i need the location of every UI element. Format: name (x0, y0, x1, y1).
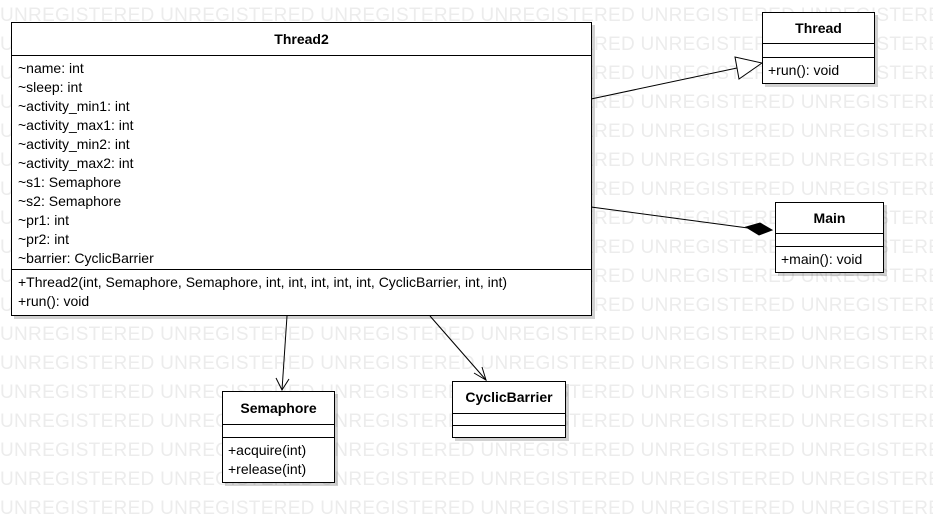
composition-connector (590, 206, 774, 236)
watermark-row: UNREGISTERED UNREGISTERED UNREGISTERED U… (0, 324, 933, 345)
attributes-section (763, 44, 874, 58)
attribute: ~pr1: int (18, 212, 69, 228)
class-name: Thread (763, 13, 874, 44)
attribute: ~pr2: int (18, 231, 69, 247)
operation: +release(int) (228, 461, 307, 477)
class-name: CyclicBarrier (453, 382, 565, 414)
class-thread[interactable]: Thread +run(): void (762, 12, 875, 84)
attributes-section (453, 414, 565, 426)
attributes-section (223, 425, 334, 438)
operations-section: +run(): void (763, 58, 874, 80)
attribute: ~activity_max2: int (18, 155, 134, 171)
class-name: Thread2 (12, 23, 591, 56)
attribute: ~name: int (18, 60, 84, 76)
composition-diamond (744, 222, 774, 236)
operation: +run(): void (18, 293, 90, 309)
attribute: ~s2: Semaphore (18, 193, 122, 209)
generalization-arrowhead (734, 56, 764, 80)
cyclicbarrier-arrowhead (473, 366, 487, 382)
operations-section: +Thread2(int, Semaphore, Semaphore, int,… (12, 270, 591, 311)
class-name: Semaphore (223, 392, 334, 425)
semaphore-association-connector (275, 315, 290, 392)
operation: +Thread2(int, Semaphore, Semaphore, int,… (18, 274, 508, 290)
attribute: ~s1: Semaphore (18, 174, 122, 190)
operation: +acquire(int) (228, 442, 307, 458)
generalization-connector (590, 56, 764, 100)
attributes-section: ~name: int ~sleep: int ~activity_min1: i… (12, 56, 591, 270)
watermark-row: UNREGISTERED UNREGISTERED UNREGISTERED U… (0, 498, 933, 519)
class-semaphore[interactable]: Semaphore +acquire(int) +release(int) (222, 391, 335, 483)
attribute: ~sleep: int (18, 79, 83, 95)
operations-section: +acquire(int) +release(int) (223, 438, 334, 479)
attribute: ~barrier: CyclicBarrier (18, 250, 154, 266)
attribute: ~activity_min1: int (18, 98, 130, 114)
attribute: ~activity_max1: int (18, 117, 134, 133)
watermark-row: UNREGISTERED UNREGISTERED UNREGISTERED U… (0, 5, 933, 26)
operation: +run(): void (768, 62, 840, 78)
operation: +main(): void (781, 251, 863, 267)
operations-section (453, 426, 565, 437)
class-name: Main (776, 203, 883, 234)
watermark-row: UNREGISTERED UNREGISTERED UNREGISTERED U… (0, 353, 933, 374)
cyclicbarrier-association-connector (429, 315, 487, 382)
attributes-section (776, 234, 883, 247)
class-thread2[interactable]: Thread2 ~name: int ~sleep: int ~activity… (11, 22, 592, 316)
class-main[interactable]: Main +main(): void (775, 202, 884, 273)
class-cyclicbarrier[interactable]: CyclicBarrier (452, 381, 566, 438)
semaphore-arrowhead (275, 377, 290, 392)
operations-section: +main(): void (776, 247, 883, 269)
attribute: ~activity_min2: int (18, 136, 130, 152)
